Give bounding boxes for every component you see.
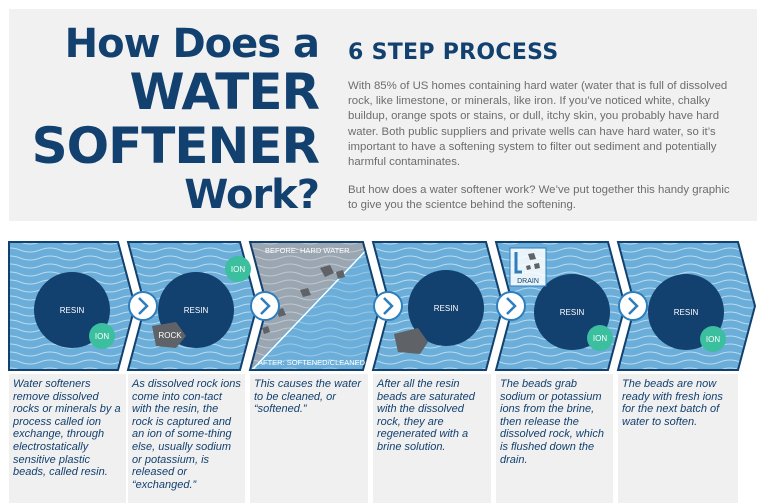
before-label: BEFORE: HARD WATER — [265, 246, 350, 255]
chevron-right-icon — [496, 291, 526, 321]
rock-label: ROCK — [158, 331, 182, 340]
step-4-panel: RESIN — [371, 241, 505, 371]
chevron-right-icon — [250, 291, 280, 321]
process-intro: 6 STEP PROCESS With 85% of US homes cont… — [348, 40, 736, 214]
headline: How Does a WATER SOFTENER Work? — [9, 9, 321, 221]
process-title: 6 STEP PROCESS — [348, 40, 559, 65]
headline-line-4: Work? — [184, 172, 320, 218]
headline-line-3: SOFTENER — [31, 117, 320, 175]
step-2-caption: As dissolved rock ions come into con-tac… — [128, 374, 245, 503]
rock-shape — [394, 328, 428, 354]
ion-label: ION — [706, 335, 720, 344]
drain-icon: DRAIN — [509, 247, 547, 287]
step-3-caption: This causes the water to be cleaned, or … — [250, 374, 368, 503]
ion-bead — [225, 256, 251, 282]
step-captions: Water softeners remove dissolved rocks o… — [0, 374, 768, 503]
step-4-caption: After all the resin beads are saturated … — [373, 374, 491, 503]
ion-bead — [89, 323, 115, 349]
headline-line-2: WATER — [129, 63, 320, 121]
ion-label: ION — [95, 332, 109, 341]
ion-label: ION — [593, 334, 607, 343]
intro-paragraph: With 85% of US homes containing hard wat… — [348, 80, 728, 169]
step-6-caption: The beads are now ready with fresh ions … — [618, 374, 738, 503]
rock-shape — [152, 322, 186, 348]
process-diagram: RESIN ION RESIN ROCK ION — [8, 241, 757, 371]
process-strip: RESIN ION RESIN ROCK ION — [0, 238, 768, 374]
resin-label: RESIN — [184, 306, 209, 315]
step-1-caption: Water softeners remove dissolved rocks o… — [9, 374, 126, 503]
step-6-panel: RESIN ION — [616, 241, 757, 371]
ion-bead — [587, 325, 613, 351]
resin-label: RESIN — [60, 306, 85, 315]
resin-bead — [408, 270, 484, 346]
drain-label: DRAIN — [517, 278, 539, 285]
question-paragraph: But how does a water softener work? We’v… — [348, 184, 730, 212]
step-2-panel: RESIN ROCK ION — [126, 241, 259, 371]
resin-label: RESIN — [434, 304, 459, 313]
headline-line-1: How Does a — [64, 21, 320, 67]
resin-label: RESIN — [560, 308, 585, 317]
resin-label: RESIN — [674, 308, 699, 317]
chevron-right-icon — [618, 291, 648, 321]
intro-panel — [9, 9, 757, 221]
after-label: AFTER: SOFTENED/CLEANED — [258, 358, 366, 367]
step-5-caption: The beads grab sodium or potassium ions … — [496, 374, 613, 503]
ion-label: ION — [231, 265, 245, 274]
step-1-panel: RESIN ION — [8, 241, 137, 371]
step-3-panel: BEFORE: HARD WATER AFTER: SOFTENED/CLEAN… — [248, 241, 382, 371]
chevron-right-icon — [373, 291, 403, 321]
resin-bead — [34, 272, 110, 348]
ion-bead — [700, 326, 726, 352]
chevron-right-icon — [128, 291, 158, 321]
